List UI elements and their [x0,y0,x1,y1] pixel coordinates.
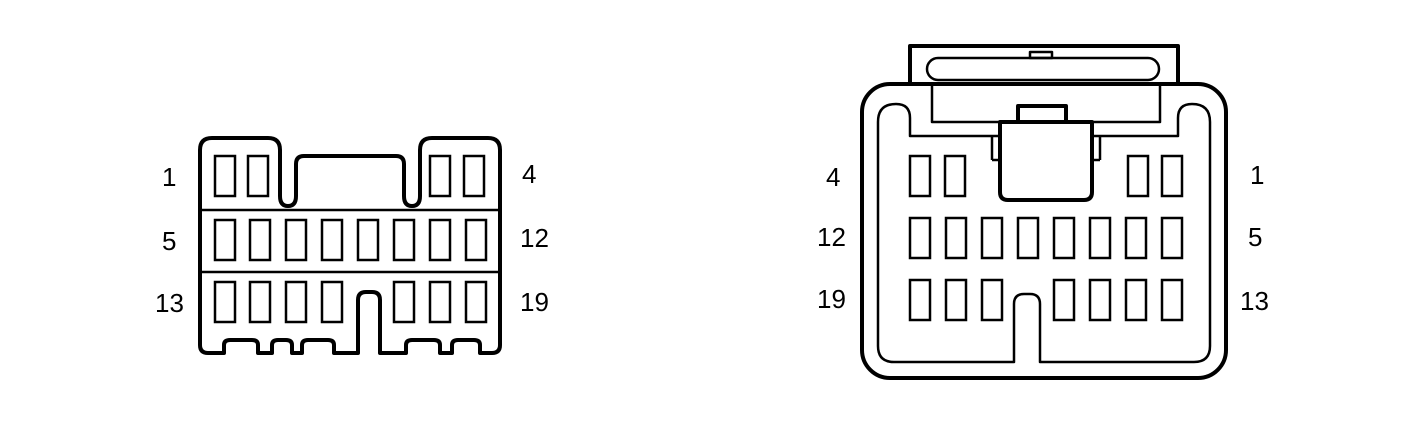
cavity-18 [944,278,968,322]
pin-label: 13 [1240,286,1269,316]
cavity-19 [464,280,488,324]
cavity-12 [908,216,932,260]
cavity-6 [1124,216,1148,260]
cavity-14 [248,280,272,324]
pin-label: 19 [817,284,846,314]
cavity-4 [908,154,932,198]
cavity-7 [1088,216,1112,260]
pin-label: 1 [1250,160,1264,190]
cavity-12 [464,218,488,262]
cavity-18 [428,280,452,324]
cavity-14 [1124,278,1148,322]
cavity-8 [320,218,344,262]
cavity-3 [943,154,967,198]
cavity-3 [428,154,452,198]
cavity-2 [246,154,270,198]
cavity-1 [1160,154,1184,198]
pin-label: 13 [155,288,184,318]
cavity-17 [980,278,1004,322]
connector-left: 1 4 5 12 13 19 [155,136,549,355]
cavity-10 [392,218,416,262]
cavity-16 [320,280,344,324]
cavity-13 [1160,278,1184,322]
cavity-9 [356,218,380,262]
cavity-7 [284,218,308,262]
connector-right-inner [876,102,1212,364]
pin-label: 19 [520,287,549,317]
cavity-16 [1052,278,1076,322]
cavity-5 [213,218,237,262]
cavity-5 [1160,216,1184,260]
cavity-11 [944,216,968,260]
pin-label: 4 [522,159,536,189]
cavity-15 [1088,278,1112,322]
pin-label: 12 [520,223,549,253]
cavity-2 [1126,154,1150,198]
pin-label: 5 [1248,222,1262,252]
latch-cap [1016,104,1068,124]
cavity-19 [908,278,932,322]
cavity-9 [1016,216,1040,260]
lock-notch [1028,50,1054,60]
pin-label: 5 [162,226,176,256]
cavity-4 [462,154,486,198]
latch-block [998,120,1094,202]
cavity-6 [248,218,272,262]
connector-right: 4 1 12 5 19 13 [817,44,1269,380]
cavity-1 [213,154,237,198]
cavity-13 [213,280,237,324]
pin-label: 4 [826,162,840,192]
cavity-8 [1052,216,1076,260]
cavity-11 [428,218,452,262]
cavity-10 [980,216,1004,260]
pin-label: 12 [817,222,846,252]
pin-label: 1 [162,162,176,192]
cavity-17 [392,280,416,324]
cavity-15 [284,280,308,324]
connector-left-body [198,136,502,355]
